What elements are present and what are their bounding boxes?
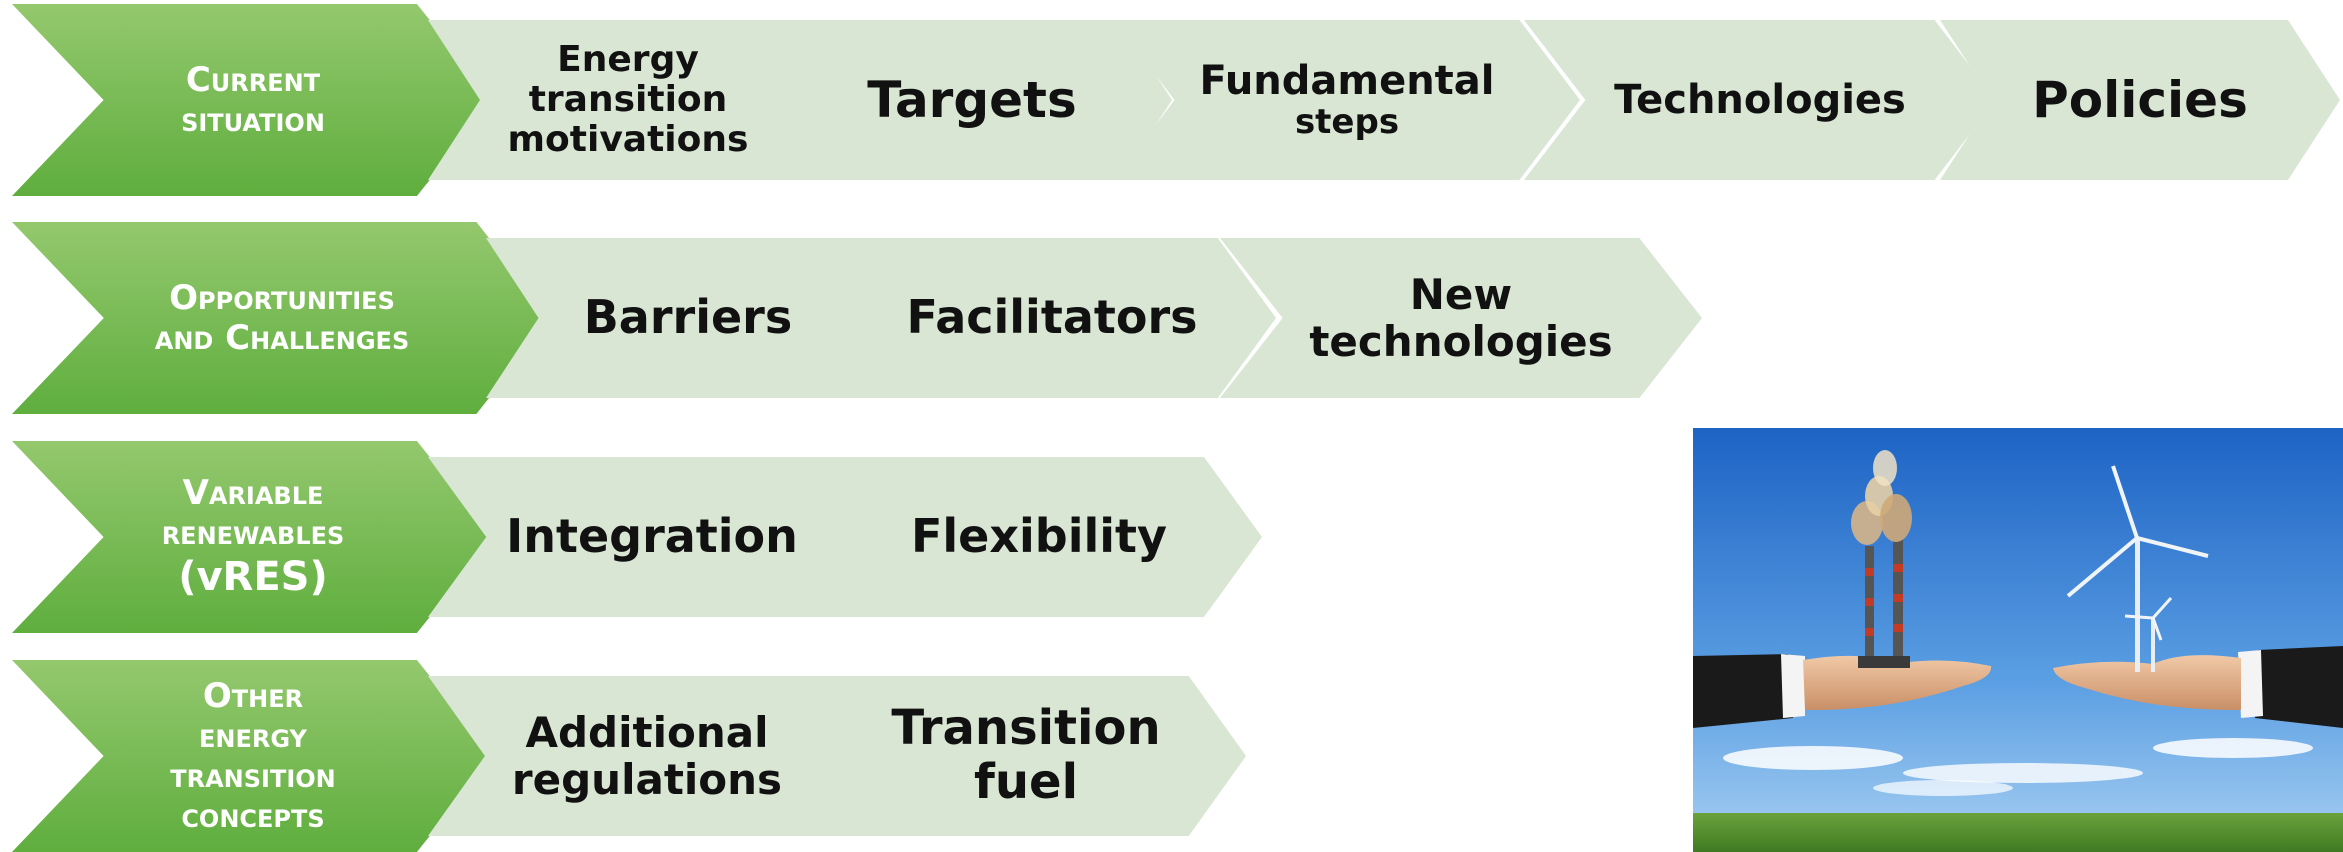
- step-transition-fuel: Transition fuel: [806, 676, 1246, 836]
- step-targets: Targets: [772, 20, 1172, 180]
- step-text-line: motivations: [507, 119, 749, 161]
- step-additional-regulations: Additional regulations: [428, 676, 866, 836]
- row1-head-current-situation: Current situation: [12, 4, 494, 196]
- head-text-line: renewables: [161, 513, 345, 554]
- step-text-line: Energy: [557, 38, 699, 80]
- head-text-line: situation: [181, 100, 325, 140]
- head-text-line: and Challenges: [154, 318, 410, 358]
- step-text-line: Transition: [891, 700, 1161, 757]
- head-text-line: energy: [199, 715, 307, 756]
- step-text-line: Facilitators: [906, 290, 1198, 345]
- step-text-line: New: [1409, 269, 1513, 319]
- step-text-line: Policies: [2032, 71, 2248, 129]
- step-fundamental-steps: Fundamental steps: [1114, 20, 1580, 180]
- step-technologies: Technologies: [1524, 20, 1996, 180]
- step-text-line: Flexibility: [910, 509, 1168, 564]
- step-text-line: Targets: [867, 71, 1077, 129]
- row2-head-opportunities-challenges: Opportunities and Challenges: [12, 222, 552, 414]
- step-integration: Integration: [428, 457, 876, 617]
- head-text-line: concepts: [181, 796, 325, 837]
- step-text-line: technologies: [1309, 317, 1613, 366]
- row3-head-variable-renewables: Variable renewables (vRES): [12, 441, 494, 633]
- step-text-line: Integration: [506, 509, 798, 564]
- step-text-line: Technologies: [1614, 76, 1906, 123]
- step-energy-transition-motivations: Energy transition motivations: [428, 20, 828, 180]
- step-new-technologies: New technologies: [1220, 238, 1702, 398]
- head-text-line: transition: [170, 756, 336, 796]
- step-text-line: fuel: [973, 754, 1079, 810]
- head-text-line: Other: [202, 675, 304, 716]
- head-text-line: Opportunities: [169, 277, 395, 318]
- step-barriers: Barriers: [486, 238, 890, 398]
- step-text-line: Fundamental: [1199, 57, 1495, 104]
- head-text-line: Current: [185, 59, 321, 100]
- hands-factory-windturbine-image: [1693, 428, 2343, 852]
- step-text-line: transition: [528, 78, 728, 120]
- step-facilitators: Facilitators: [828, 238, 1276, 398]
- step-text-line: steps: [1294, 102, 1400, 143]
- row4-head-other-concepts: Other energy transition concepts: [12, 660, 494, 852]
- head-text-line: Variable: [182, 473, 324, 514]
- step-policies: Policies: [1940, 20, 2340, 180]
- step-text-line: Barriers: [583, 290, 793, 345]
- step-text-line: regulations: [511, 755, 783, 804]
- step-text-line: Additional: [525, 707, 769, 757]
- photo-illustration: [1693, 428, 2343, 852]
- head-text-line: (vRES): [178, 553, 328, 600]
- step-flexibility: Flexibility: [816, 457, 1262, 617]
